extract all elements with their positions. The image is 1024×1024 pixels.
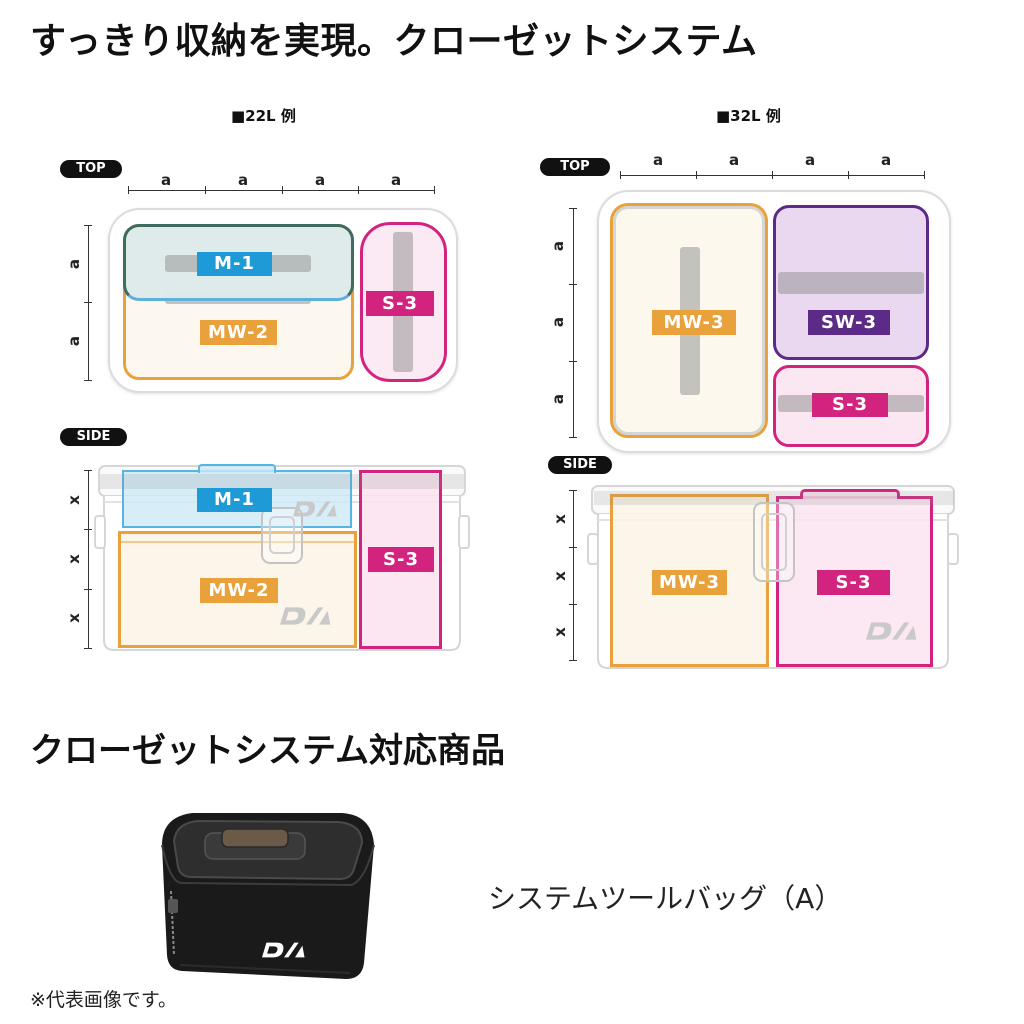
container-mw2-side-lip [121, 541, 354, 543]
width-mark: a [880, 151, 892, 169]
top-badge-32l: TOP [540, 158, 610, 176]
handle-sw3-top [778, 272, 924, 294]
label-s3-side-32l: S-3 [817, 570, 890, 595]
label-m1-top: M-1 [197, 252, 272, 276]
width-mark: a [728, 151, 740, 169]
caption-32l: ■32L 例 [716, 107, 781, 125]
cooler-handle-22l [261, 507, 303, 564]
product-name: システムツールバッグ（A） [488, 882, 843, 915]
width-mark: a [804, 151, 816, 169]
height-mark: x [65, 495, 83, 505]
dimension-tick [84, 380, 92, 381]
width-mark: a [237, 171, 249, 189]
dimension-tick [84, 648, 92, 649]
dimension-tick [434, 186, 435, 194]
width-mark: a [390, 171, 402, 189]
dimension-tick [772, 171, 773, 179]
dimension-tick [696, 171, 697, 179]
dimension-tick [84, 529, 92, 530]
side-badge-32l: SIDE [548, 456, 612, 474]
dimension-tick [569, 208, 577, 209]
daiwa-logo-icon [866, 620, 918, 642]
container-m1-side-lid [198, 464, 276, 473]
dimension-tick [569, 660, 577, 661]
depth-mark: a [549, 316, 567, 328]
label-s3-side-22l: S-3 [368, 547, 434, 572]
depth-mark: a [549, 393, 567, 405]
compatible-section-title: クローゼットシステム対応商品 [30, 731, 505, 771]
cooler-lid-band-32l [594, 491, 954, 505]
width-mark: a [314, 171, 326, 189]
dimension-tick [569, 490, 577, 491]
top-badge-22l: TOP [60, 160, 122, 178]
label-mw3-side: MW-3 [652, 570, 727, 595]
dimension-tick [84, 302, 92, 303]
depth-mark: a [65, 258, 83, 270]
height-mark: x [551, 571, 569, 581]
dimension-tick [848, 171, 849, 179]
representative-image-note: ※代表画像です。 [30, 989, 178, 1011]
dimension-line [573, 208, 574, 437]
dimension-tick [205, 186, 206, 194]
dimension-tick [569, 361, 577, 362]
height-mark: x [65, 613, 83, 623]
dimension-tick [620, 171, 621, 179]
dimension-tick [128, 186, 129, 194]
dimension-tick [84, 225, 92, 226]
depth-mark: a [549, 240, 567, 252]
dimension-line [128, 190, 434, 191]
dimension-tick [569, 604, 577, 605]
dimension-tick [924, 171, 925, 179]
container-s3-side-lid [800, 489, 900, 499]
dimension-line [88, 470, 89, 648]
side-badge-22l: SIDE [60, 428, 127, 446]
height-mark: x [551, 514, 569, 524]
dimension-tick [569, 284, 577, 285]
dimension-tick [282, 186, 283, 194]
width-mark: a [652, 151, 664, 169]
cooler-lid-band-22l [100, 474, 464, 489]
width-mark: a [160, 171, 172, 189]
label-mw2-top: MW-2 [200, 320, 277, 345]
dimension-tick [84, 470, 92, 471]
dimension-tick [84, 589, 92, 590]
label-sw3-top: SW-3 [808, 310, 890, 335]
cooler-handle-32l [753, 502, 795, 582]
daiwa-logo-icon [293, 500, 338, 518]
label-m1-side: M-1 [197, 488, 272, 512]
label-mw2-side: MW-2 [200, 578, 278, 603]
label-s3-top-32l: S-3 [812, 393, 888, 417]
daiwa-logo-icon [280, 605, 332, 627]
caption-22l: ■22L 例 [231, 107, 296, 125]
dimension-tick [358, 186, 359, 194]
dimension-tick [569, 437, 577, 438]
page-title: すっきり収納を実現。クローゼットシステム [30, 21, 758, 62]
height-mark: x [551, 627, 569, 637]
dimension-line [573, 490, 574, 660]
label-mw3-top: MW-3 [652, 310, 736, 335]
label-s3-top-22l: S-3 [366, 291, 434, 316]
depth-mark: a [65, 335, 83, 347]
dimension-tick [569, 547, 577, 548]
tool-bag-image [161, 813, 375, 979]
height-mark: x [65, 554, 83, 564]
